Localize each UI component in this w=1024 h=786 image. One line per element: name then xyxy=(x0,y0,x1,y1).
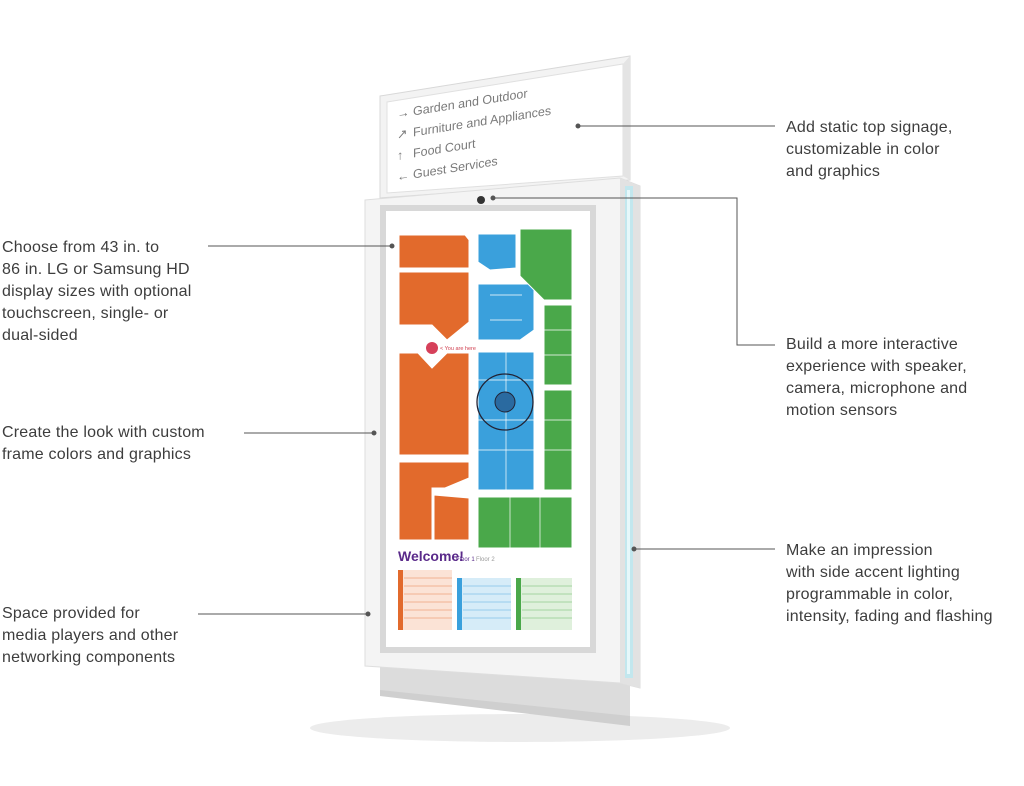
callout-line: motion sensors xyxy=(786,402,898,419)
callout-line: and graphics xyxy=(786,163,881,180)
arrow-left-icon: ← xyxy=(397,168,409,184)
callout-line: media players and other xyxy=(2,627,179,644)
callout-line: Space provided for xyxy=(2,605,140,622)
directory-green xyxy=(516,578,572,630)
floor-1-tab[interactable]: Floor 1 xyxy=(456,557,475,563)
arrow-up-icon: ↑ xyxy=(397,148,403,163)
callout-lines xyxy=(198,123,775,617)
callout-line: networking components xyxy=(2,649,176,666)
callout-line: Add static top signage, xyxy=(786,119,953,136)
map-zone-green xyxy=(477,228,573,549)
callout-line: touchscreen, single- or xyxy=(2,305,169,322)
floor-2-tab[interactable]: Floor 2 xyxy=(476,557,495,563)
you-are-here-marker xyxy=(426,342,438,354)
callout-top-signage: Add static top signage, customizable in … xyxy=(786,117,952,183)
callout-frame: Create the look with custom frame colors… xyxy=(2,422,205,466)
directory-orange xyxy=(398,570,452,630)
callout-lighting: Make an impression with side accent ligh… xyxy=(786,540,993,628)
welcome-title: Welcome! xyxy=(398,548,464,564)
callout-line: experience with speaker, xyxy=(786,358,967,375)
callout-line: customizable in color xyxy=(786,141,940,158)
callout-line: dual-sided xyxy=(2,327,78,344)
callout-line: with side accent lighting xyxy=(786,564,960,581)
directory-blue xyxy=(457,578,511,630)
callout-line: Make an impression xyxy=(786,542,933,559)
top-sign: → Garden and Outdoor ↗ Furniture and App… xyxy=(379,55,631,199)
touch-target-ring xyxy=(476,373,534,431)
display-screen: < You are here xyxy=(380,205,596,653)
callout-line: camera, microphone and xyxy=(786,380,968,397)
callout-line: frame colors and graphics xyxy=(2,446,192,463)
callout-line: programmable in color, xyxy=(786,586,954,603)
callout-interactive: Build a more interactive experience with… xyxy=(786,334,967,422)
callout-line: intensity, fading and flashing xyxy=(786,608,993,625)
camera-icon xyxy=(477,196,485,204)
arrow-up-right-icon: ↗ xyxy=(397,126,407,142)
arrow-right-icon: → xyxy=(397,105,409,121)
callout-line: 86 in. LG or Samsung HD xyxy=(2,261,190,278)
you-are-here-label: < You are here xyxy=(440,346,476,352)
callout-line: Build a more interactive xyxy=(786,336,958,353)
map-zone-orange xyxy=(398,234,470,541)
callout-media: Space provided for media players and oth… xyxy=(2,603,178,669)
callout-line: Create the look with custom xyxy=(2,424,205,441)
callout-line: display sizes with optional xyxy=(2,283,192,300)
callout-screen-sizes: Choose from 43 in. to 86 in. LG or Samsu… xyxy=(2,237,192,347)
callout-line: Choose from 43 in. to xyxy=(2,239,160,256)
